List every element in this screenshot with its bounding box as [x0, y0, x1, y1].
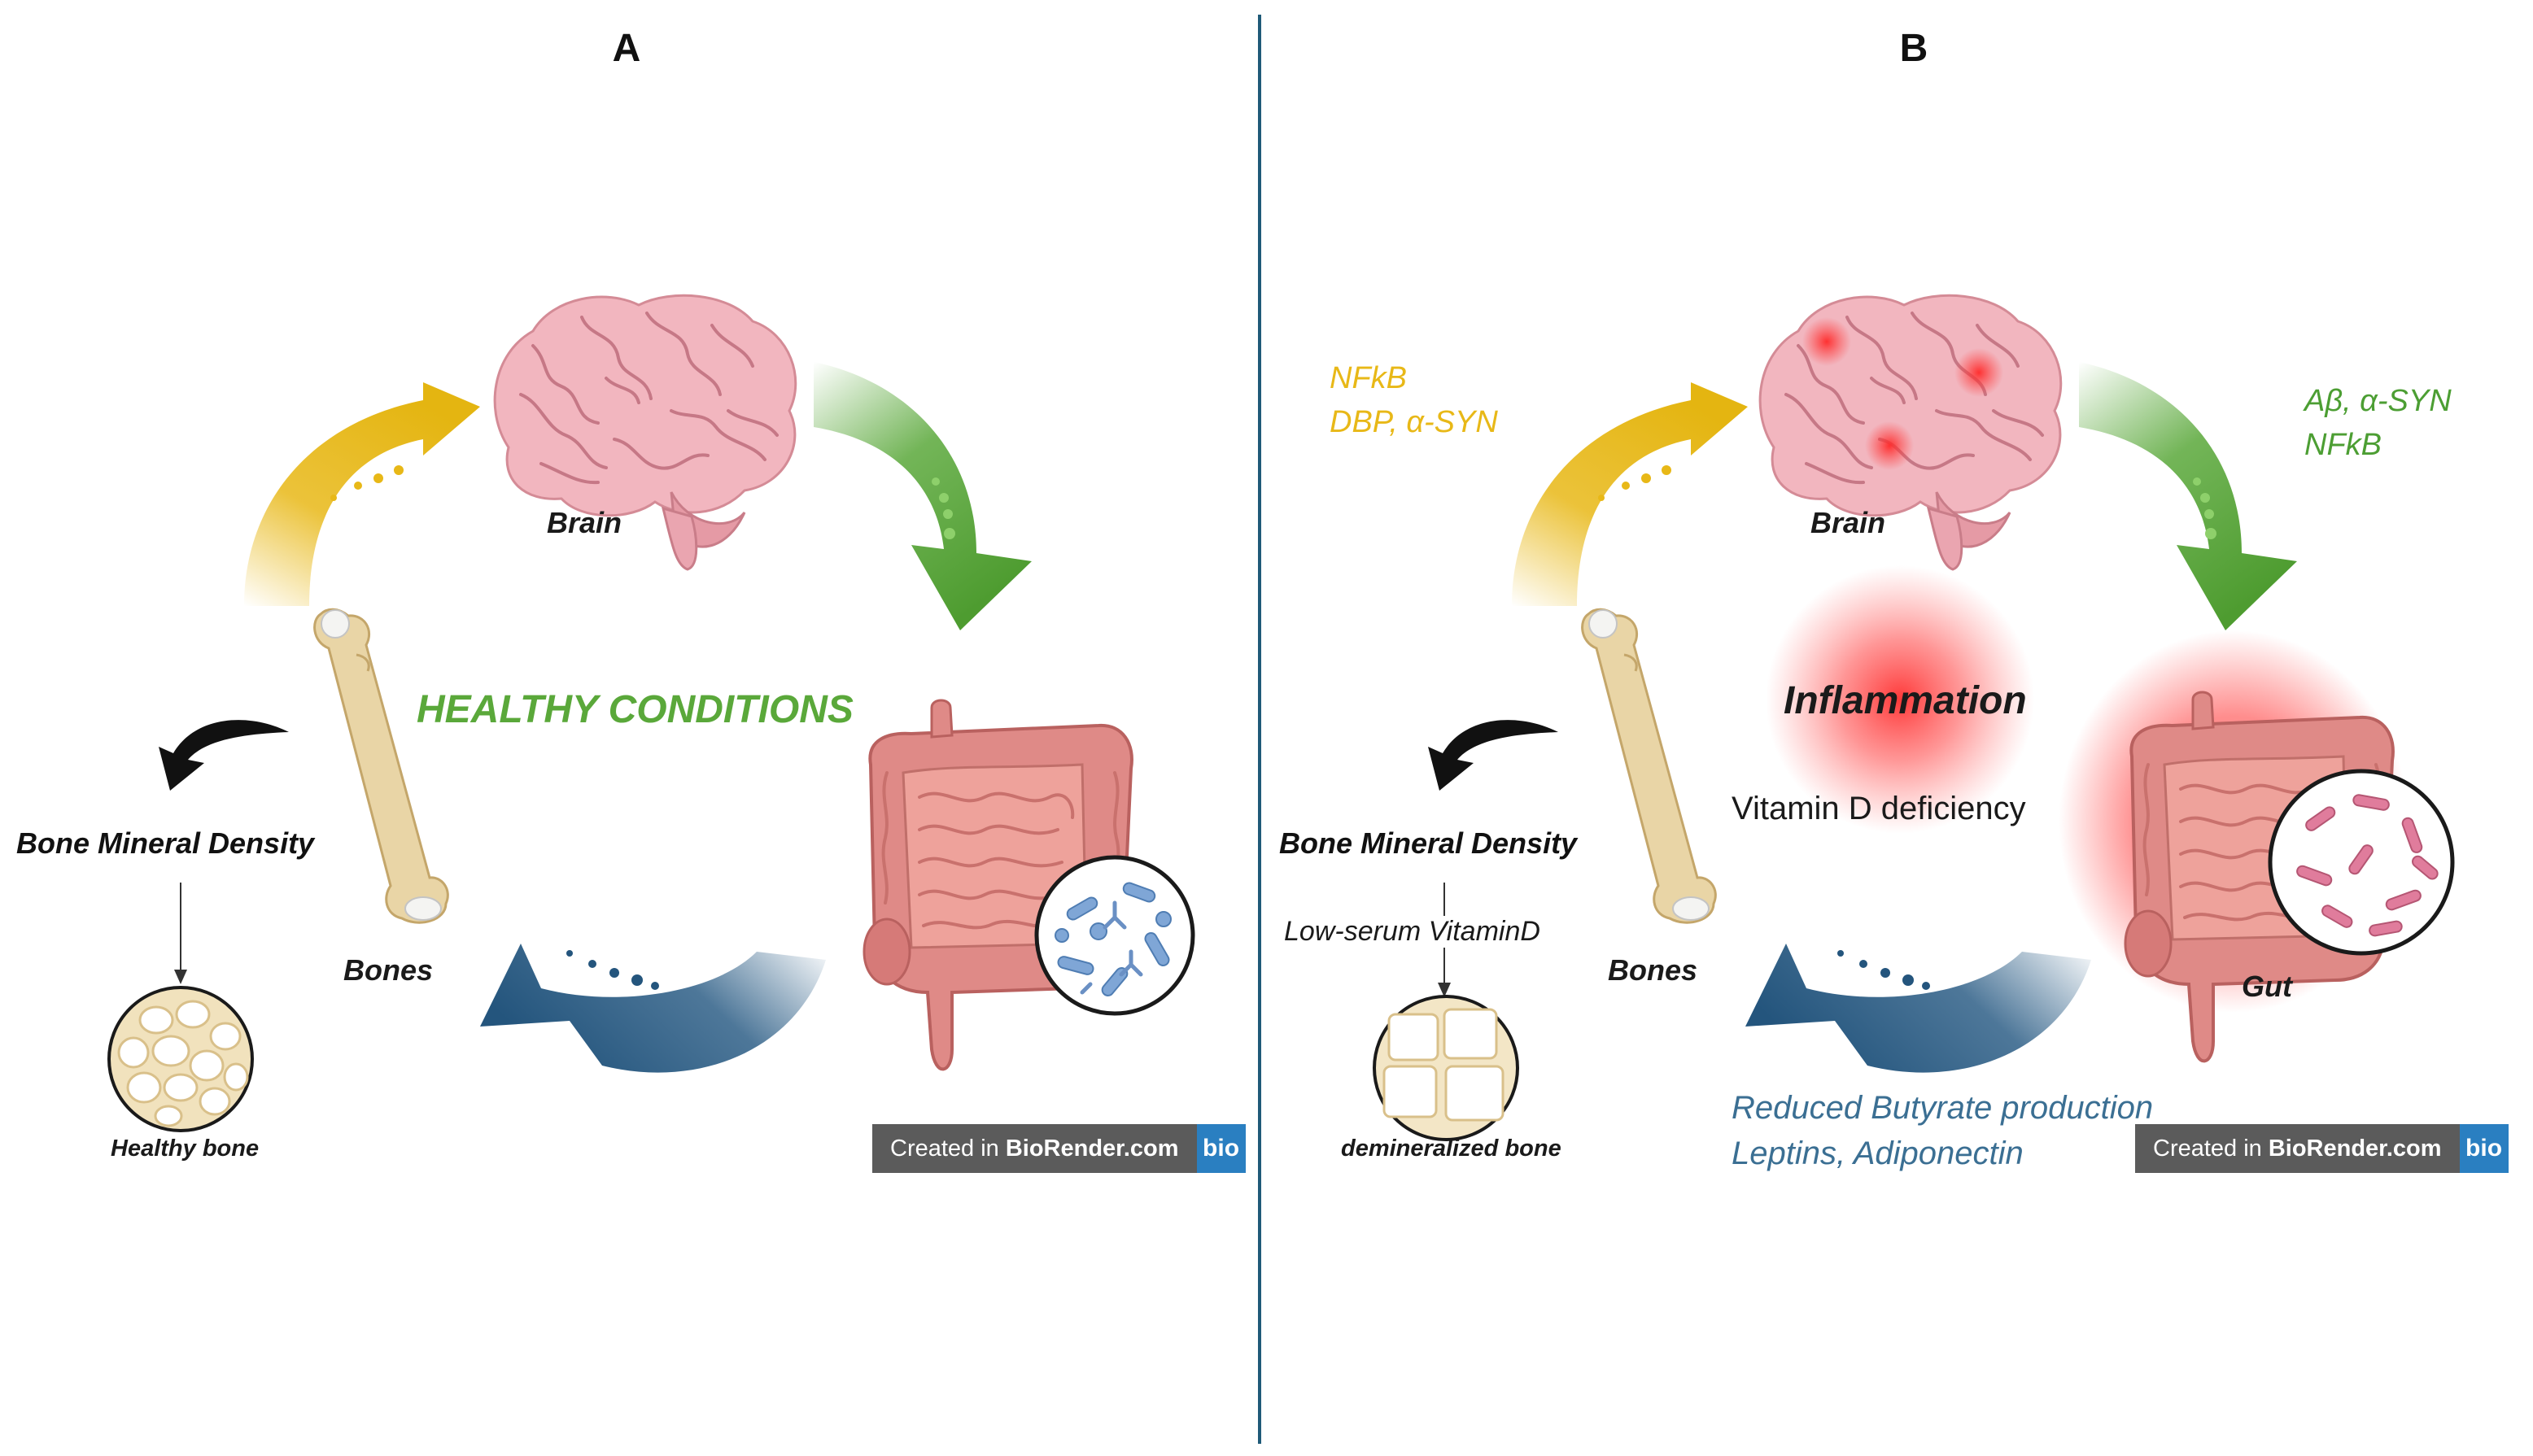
- factor-line: NFkB: [2304, 428, 2382, 462]
- bones-label: Bones: [1608, 953, 1698, 987]
- yellow-dots: [330, 465, 404, 501]
- bone-to-brain-factors: NFkB DBP, α-SYN: [1330, 356, 1498, 444]
- factor-line: NFkB: [1330, 361, 1407, 395]
- bone-section-icon: [1373, 995, 1519, 1141]
- femur-bone-icon: [1581, 608, 1717, 924]
- bone-density-label: Bone Mineral Density: [16, 826, 315, 860]
- biorender-logo-icon: bio: [1196, 1124, 1246, 1173]
- green-dots: [932, 477, 955, 539]
- panel-a: [107, 294, 1193, 1132]
- vitamin-arrow-label: Low-serum VitaminD: [1284, 916, 1540, 948]
- biorender-logo-icon: bio: [2459, 1124, 2509, 1173]
- blue-arrow: [1745, 944, 2091, 1073]
- inflammation-glow: [1766, 565, 2034, 834]
- inflammation-label: Inflammation: [1784, 679, 2027, 722]
- brain-label: Brain: [547, 506, 622, 539]
- density-arrow-head: [1438, 983, 1451, 997]
- bones-label: Bones: [343, 953, 434, 987]
- femur-bone-icon: [313, 608, 449, 924]
- inflammation-spot: [1865, 421, 1914, 470]
- yellow-arrow: [1512, 382, 1748, 606]
- green-dots: [2193, 477, 2216, 539]
- bone-density-label: Bone Mineral Density: [1279, 826, 1578, 860]
- gut-to-bone-factors: Reduced Butyrate production Leptins, Adi…: [1732, 1085, 2153, 1176]
- condition-label: HEALTHY CONDITIONS: [417, 688, 854, 731]
- panel-b-letter: B: [1899, 27, 1928, 70]
- gut-label: Gut: [2242, 970, 2292, 1003]
- factor-line: DBP, α-SYN: [1330, 405, 1498, 439]
- microbiota-magnifier-icon: [2270, 771, 2452, 953]
- brain-label: Brain: [1810, 506, 1886, 539]
- density-arrow-head: [174, 970, 187, 984]
- green-arrow: [2079, 362, 2297, 630]
- yellow-dots: [1598, 465, 1671, 501]
- factor-line: Aβ, α-SYN: [2304, 384, 2452, 418]
- panel-b: [1373, 294, 2452, 1141]
- bone-state-label: demineralized bone: [1341, 1136, 1561, 1162]
- inflammation-spot: [1802, 317, 1851, 366]
- bone-section-icon: [107, 986, 254, 1132]
- brain-icon: [493, 294, 797, 571]
- blue-arrow: [480, 944, 826, 1073]
- green-arrow: [814, 362, 1032, 630]
- yellow-arrow: [244, 382, 480, 606]
- inflammation-spot: [1954, 348, 2003, 397]
- panel-a-letter: A: [612, 27, 641, 70]
- deficiency-label: Vitamin D deficiency: [1732, 791, 2026, 826]
- blue-dots: [566, 950, 659, 990]
- brain-to-gut-factors: Aβ, α-SYN NFkB: [2304, 379, 2452, 467]
- bone-state-label: Healthy bone: [111, 1136, 260, 1162]
- curved-arrow-icon: [1428, 720, 1558, 791]
- blue-dots: [1837, 950, 1930, 990]
- microbiota-magnifier-icon: [1037, 857, 1193, 1014]
- factor-line: Leptins, Adiponectin: [1732, 1136, 2024, 1171]
- curved-arrow-icon: [159, 720, 289, 791]
- factor-line: Reduced Butyrate production: [1732, 1090, 2154, 1126]
